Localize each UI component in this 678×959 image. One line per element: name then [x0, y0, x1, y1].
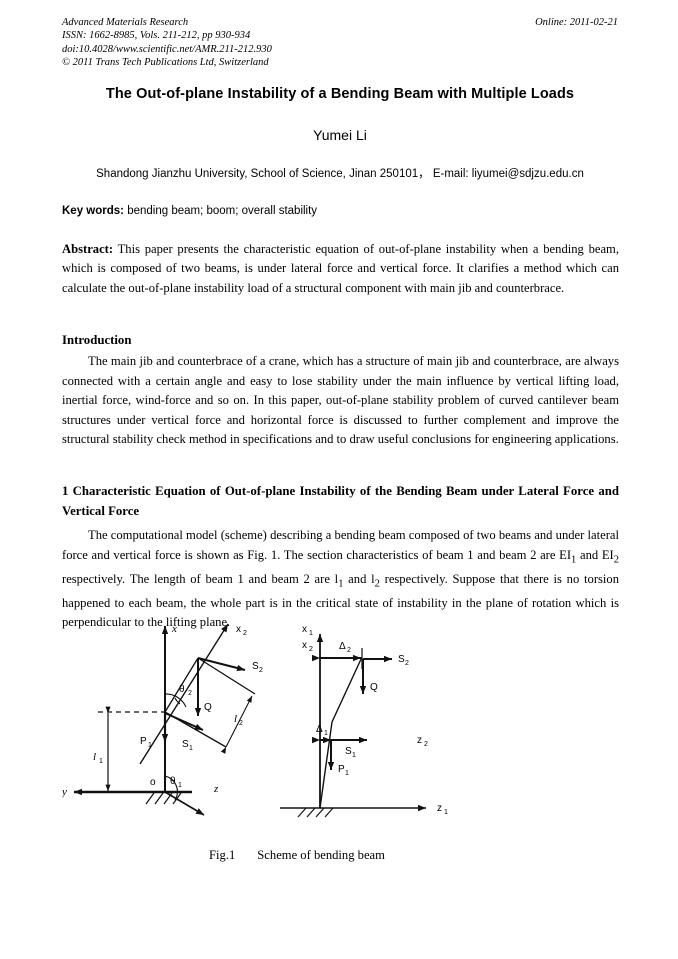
right-force-Q-label: Q [370, 682, 378, 693]
origin-oblique-arrow [164, 791, 205, 816]
sec1-sub-2: 2 [613, 554, 619, 566]
copyright-line: © 2011 Trans Tech Publications Ltd, Swit… [62, 56, 269, 68]
force-S1-arrow [164, 712, 204, 731]
online-date: Online: 2011-02-21 [535, 17, 618, 28]
angle-theta2-arc-outer [164, 693, 187, 708]
angle-theta1-sub: 1 [178, 782, 182, 789]
length-l2-dimension [220, 695, 253, 754]
force-P1-sub: 1 [148, 742, 152, 749]
right-force-S1-label: S [345, 746, 352, 757]
right-z1-axis-label: z [437, 803, 442, 814]
sec1-text-part2: and EI [576, 547, 614, 562]
abstract-text: This paper presents the characteristic e… [62, 242, 619, 295]
figure-1-svg: x x 2 S 2 Q l [62, 623, 448, 818]
section-heading-1: 1 Characteristic Equation of Out-of-plan… [62, 484, 619, 518]
sec1-text-part5: respectively. Suppose that there is no t… [62, 571, 620, 630]
angle-theta2-label: θ [179, 684, 185, 695]
right-force-S1-sub: 1 [352, 752, 356, 759]
sec1-sub-4: 2 [374, 578, 380, 590]
left-x2-axis [139, 623, 229, 765]
abstract-label: Abstract: [62, 242, 114, 256]
journal-name: Advanced Materials Research [62, 17, 189, 28]
right-force-S2-label: S [398, 654, 405, 665]
right-x2-axis-label: x [302, 640, 307, 651]
abstract-block: Abstract: This paper presents the charac… [62, 240, 619, 298]
left-x2-axis-label: x [236, 624, 241, 635]
right-diagram: x 1 x 2 Δ 2 S 2 Q [280, 624, 448, 818]
keywords-line: Key words: bending beam; boom; overall s… [62, 205, 618, 217]
figure-1-caption: Fig.1 Scheme of bending beam [62, 848, 532, 863]
angle-theta2-sub: 2 [188, 690, 192, 697]
left-x-axis-label: x [171, 623, 177, 635]
length-l1-sub: 1 [99, 758, 103, 765]
right-x1-axis-sub: 1 [309, 630, 313, 637]
section-paragraph-introduction: The main jib and counterbrace of a crane… [62, 352, 619, 450]
beam-2-edge [197, 657, 256, 695]
author-name: Yumei Li [313, 127, 367, 143]
right-force-P1-sub: 1 [345, 770, 349, 777]
left-diagram: x x 2 S 2 Q l [62, 623, 263, 816]
doi-line: doi:10.4028/www.scientific.net/AMR.211-2… [62, 43, 272, 55]
author-affiliation: Shandong Jianzhu University, School of S… [96, 168, 584, 180]
left-y-axis-label: y [62, 786, 67, 798]
left-x2-axis-sub: 2 [243, 630, 247, 637]
sec1-text-part3: respectively. The length of beam 1 and b… [62, 571, 339, 586]
force-Q-label: Q [204, 702, 212, 713]
journal-header: Advanced Materials Research Online: 2011… [62, 16, 618, 69]
angle-theta2-arc [174, 697, 181, 705]
page-title: The Out-of-plane Instability of a Bendin… [105, 86, 575, 102]
right-z1-axis-sub: 1 [444, 809, 448, 816]
force-S1-sub: 1 [189, 745, 193, 752]
figure-1: x x 2 S 2 Q l [62, 612, 619, 874]
keywords-value: bending beam; boom; overall stability [124, 205, 318, 217]
right-z2-axis-label: z [417, 735, 422, 746]
right-force-S2-sub: 2 [405, 660, 409, 667]
section-paragraph-1: The computational model (scheme) describ… [62, 526, 619, 633]
keywords-label: Key words: [62, 205, 124, 217]
force-S2-arrow [197, 657, 246, 672]
force-S2-label: S [252, 661, 259, 672]
sec1-sub-1: 1 [571, 554, 577, 566]
sec1-text-part4: and l [343, 571, 375, 586]
right-x1-axis-label: x [302, 624, 307, 635]
angle-theta1-arc [164, 775, 178, 801]
sec1-text-part1: The computational model (scheme) describ… [62, 528, 619, 562]
beam-2-line [164, 657, 199, 713]
force-S2-sub: 2 [259, 667, 263, 674]
delta2-label: Δ [339, 641, 346, 652]
length-l1-label: l [93, 751, 96, 763]
delta2-sub: 2 [347, 647, 351, 654]
force-S1-label: S [182, 739, 189, 750]
support-hatching-right [297, 807, 334, 818]
issn-line: ISSN: 1662-8985, Vols. 211-212, pp 930-9… [62, 30, 251, 42]
angle-theta1-label: θ [170, 776, 176, 787]
sec1-sub-3: 1 [338, 578, 344, 590]
figure-caption-text: Scheme of bending beam [257, 848, 385, 862]
force-P1-label: P [140, 736, 147, 747]
origin-label: o [150, 777, 156, 788]
right-force-P1-label: P [338, 764, 345, 775]
right-x2-axis-sub: 2 [309, 646, 313, 653]
right-z2-axis-sub: 2 [424, 741, 428, 748]
left-z-axis-label: z [213, 783, 219, 795]
delta1-label: Δ [316, 724, 323, 735]
section-heading-introduction: Introduction [62, 333, 132, 347]
introduction-text: The main jib and counterbrace of a crane… [62, 354, 619, 446]
length-l2-sub: 2 [239, 720, 243, 727]
figure-caption-number: Fig.1 [209, 848, 236, 862]
deflected-beam-2 [331, 656, 363, 723]
journal-name-row: Advanced Materials Research Online: 2011… [62, 16, 618, 29]
length-l2-label: l [234, 713, 237, 725]
deflected-beam-1 [319, 721, 333, 809]
delta1-sub: 1 [324, 730, 328, 737]
